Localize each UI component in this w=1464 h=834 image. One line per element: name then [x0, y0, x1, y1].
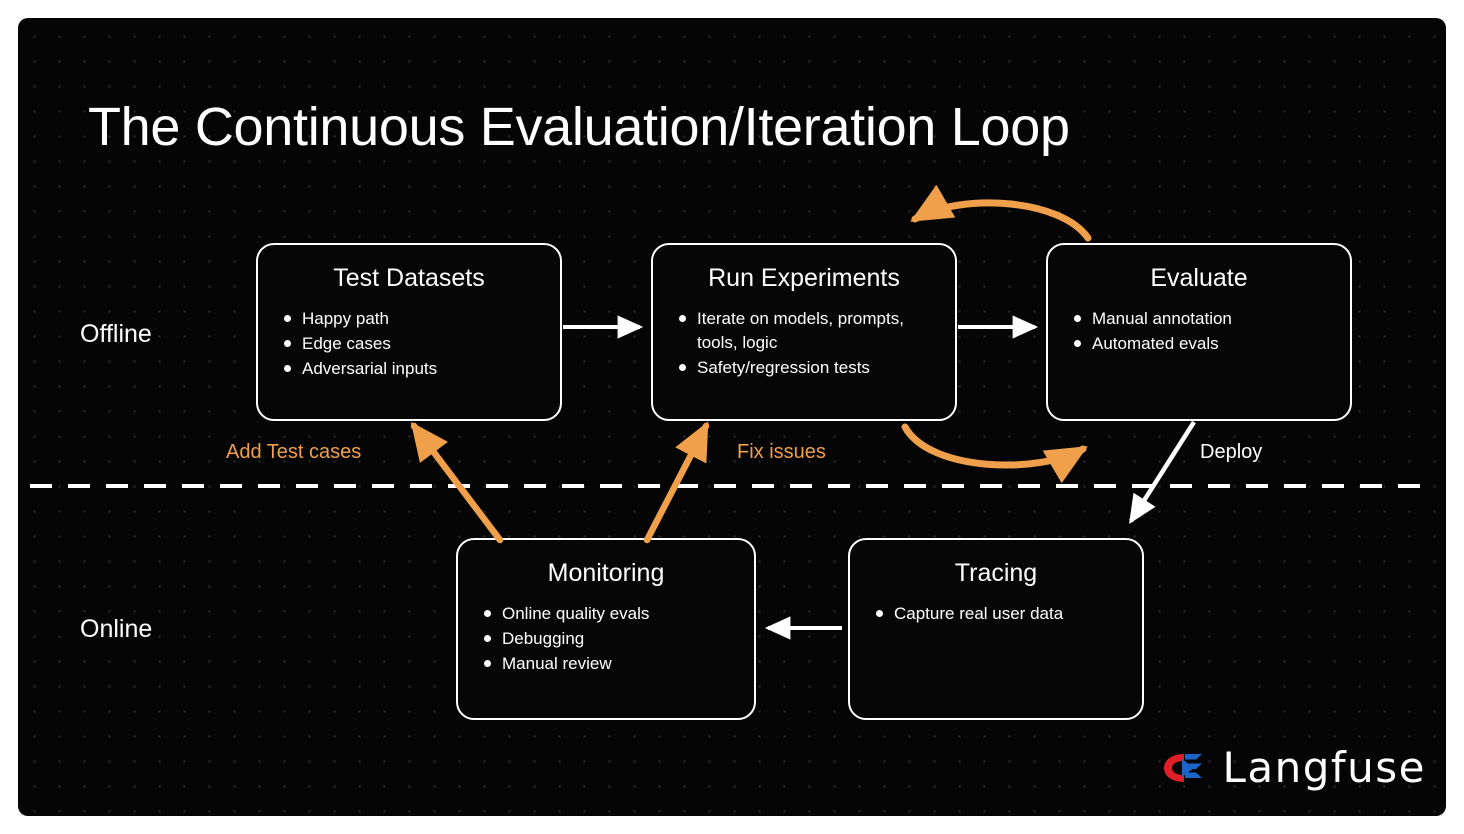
node-tracing[interactable]: Tracing Capture real user data: [848, 538, 1144, 720]
list-item: Happy path: [284, 307, 546, 331]
list-item: Manual review: [484, 652, 740, 676]
list-item: Online quality evals: [484, 602, 740, 626]
list-item: Safety/regression tests: [679, 356, 941, 380]
edge-label-deploy: Deploy: [1200, 441, 1263, 463]
edge-label-add-test-cases: Add Test cases: [226, 441, 362, 463]
node-items-tracing: Capture real user data: [850, 602, 1142, 626]
langfuse-logo-icon: [1164, 753, 1203, 782]
node-test-datasets[interactable]: Test Datasets Happy path Edge cases Adve…: [256, 243, 562, 421]
node-title-monitoring: Monitoring: [547, 559, 665, 587]
lane-label-online: Online: [80, 615, 153, 643]
list-item: Edge cases: [284, 332, 546, 356]
node-title-test-datasets: Test Datasets: [333, 264, 485, 292]
list-item: Manual annotation: [1074, 307, 1336, 331]
lane-label-offline: Offline: [80, 320, 152, 348]
node-title-tracing: Tracing: [954, 559, 1038, 587]
node-title-evaluate: Evaluate: [1150, 264, 1248, 292]
node-run-experiments[interactable]: Run Experiments Iterate on models, promp…: [651, 243, 957, 421]
node-items-evaluate: Manual annotation Automated evals: [1048, 307, 1350, 356]
brand-logo: Langfuse: [1156, 743, 1426, 792]
node-title-run-experiments: Run Experiments: [708, 264, 900, 292]
node-items-monitoring: Online quality evals Debugging Manual re…: [458, 602, 754, 676]
node-items-run-experiments: Iterate on models, prompts, tools, logic…: [653, 307, 955, 380]
brand-name: Langfuse: [1222, 743, 1426, 792]
node-evaluate[interactable]: Evaluate Manual annotation Automated eva…: [1046, 243, 1352, 421]
list-item: Automated evals: [1074, 332, 1336, 356]
edge-label-fix-issues: Fix issues: [737, 441, 826, 463]
list-item: Iterate on models, prompts, tools, logic: [679, 307, 941, 355]
list-item: Adversarial inputs: [284, 357, 546, 381]
page-title: The Continuous Evaluation/Iteration Loop: [88, 97, 1070, 157]
list-item: Debugging: [484, 627, 740, 651]
node-monitoring[interactable]: Monitoring Online quality evals Debuggin…: [456, 538, 756, 720]
list-item: Capture real user data: [876, 602, 1128, 626]
node-items-test-datasets: Happy path Edge cases Adversarial inputs: [258, 307, 560, 381]
